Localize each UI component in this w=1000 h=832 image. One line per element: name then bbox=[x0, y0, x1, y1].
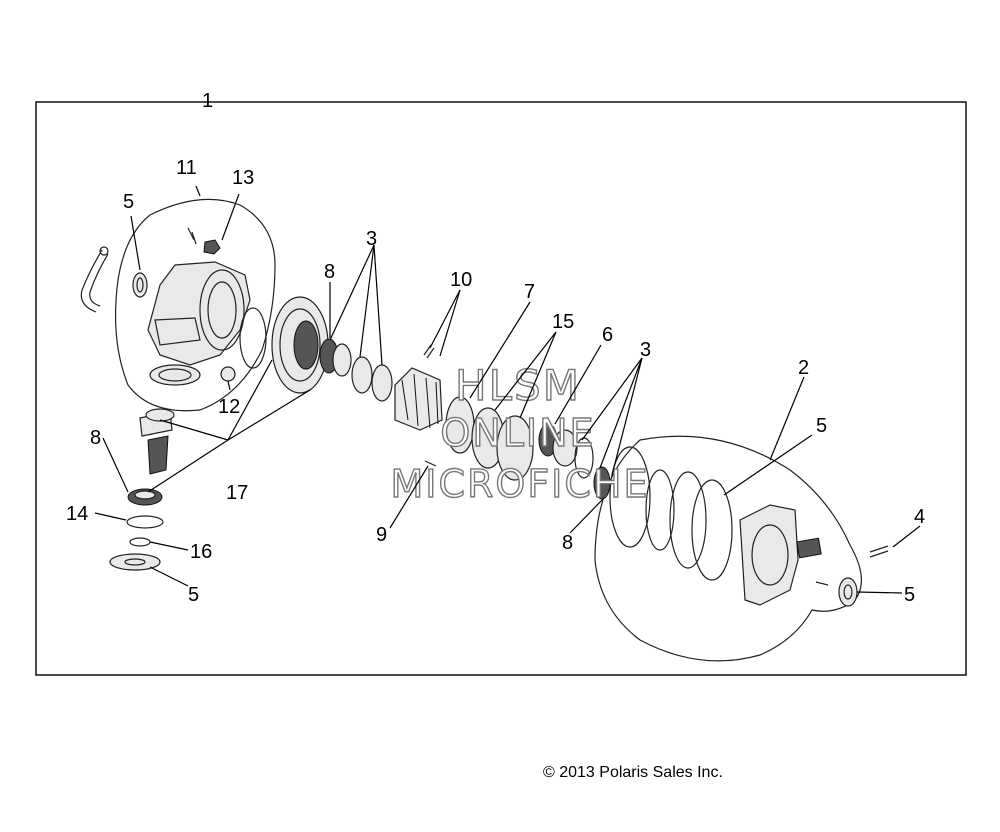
callout-7: 7 bbox=[524, 281, 535, 303]
callout-11: 11 bbox=[176, 157, 197, 179]
seal bbox=[132, 272, 148, 298]
callout-10: 10 bbox=[450, 269, 472, 291]
copyright-notice: © 2013 Polaris Sales Inc. bbox=[543, 764, 723, 781]
retaining-ring bbox=[129, 537, 151, 547]
callout-17: 17 bbox=[226, 482, 248, 504]
spacer bbox=[351, 356, 373, 394]
callout-9: 9 bbox=[376, 524, 387, 546]
gasket bbox=[609, 446, 651, 548]
front-housing-outline bbox=[114, 198, 276, 412]
callout-12: 12 bbox=[218, 396, 240, 418]
vent-tube bbox=[80, 249, 109, 313]
bearing-right bbox=[593, 466, 611, 500]
gasket-inner bbox=[645, 469, 675, 551]
watermark-line-1: HLSM bbox=[455, 361, 581, 410]
callout-6: 6 bbox=[602, 324, 613, 346]
bolt bbox=[869, 545, 889, 558]
callout-14: 14 bbox=[66, 503, 88, 525]
callout-1: 1 bbox=[202, 90, 213, 112]
leader-lines bbox=[94, 185, 921, 594]
output-gear bbox=[538, 423, 578, 467]
callout-5-right: 5 bbox=[904, 584, 915, 606]
snap-ring bbox=[239, 307, 267, 369]
front-housing bbox=[147, 261, 251, 386]
callout-2: 2 bbox=[798, 357, 809, 379]
callout-5-bottom: 5 bbox=[188, 584, 199, 606]
spacer bbox=[371, 364, 393, 402]
callout-3-left: 3 bbox=[366, 228, 377, 250]
roller-cage bbox=[394, 367, 443, 431]
assembly-frame bbox=[35, 101, 967, 676]
pinion-shaft bbox=[139, 408, 175, 475]
watermark-line-3: MICROFICHE bbox=[390, 462, 649, 506]
rear-cover-outline bbox=[594, 435, 862, 662]
breather-fitting bbox=[187, 227, 197, 245]
pin bbox=[423, 344, 435, 359]
callout-5-housing: 5 bbox=[123, 191, 134, 213]
callout-8-right: 8 bbox=[562, 532, 573, 554]
callout-5-cover: 5 bbox=[816, 415, 827, 437]
watermark-line-2: ONLINE bbox=[440, 411, 595, 455]
callout-3-right: 3 bbox=[640, 339, 651, 361]
dowel-pin bbox=[424, 460, 437, 467]
o-ring-large bbox=[691, 479, 733, 581]
friction-plate-2 bbox=[496, 415, 534, 481]
ring-gear bbox=[271, 296, 329, 394]
drain-plug bbox=[220, 366, 236, 382]
cover-pin bbox=[815, 581, 829, 586]
callout-8-left: 8 bbox=[90, 427, 101, 449]
output-seal bbox=[838, 577, 858, 607]
shim bbox=[126, 515, 164, 529]
callout-16: 16 bbox=[190, 541, 212, 563]
o-ring bbox=[669, 471, 707, 569]
pinion-seal bbox=[109, 553, 161, 571]
callout-15: 15 bbox=[552, 311, 574, 333]
callout-8-mid: 8 bbox=[324, 261, 335, 283]
callout-4: 4 bbox=[914, 506, 925, 528]
callout-13: 13 bbox=[232, 167, 254, 189]
rear-cover bbox=[739, 504, 822, 606]
